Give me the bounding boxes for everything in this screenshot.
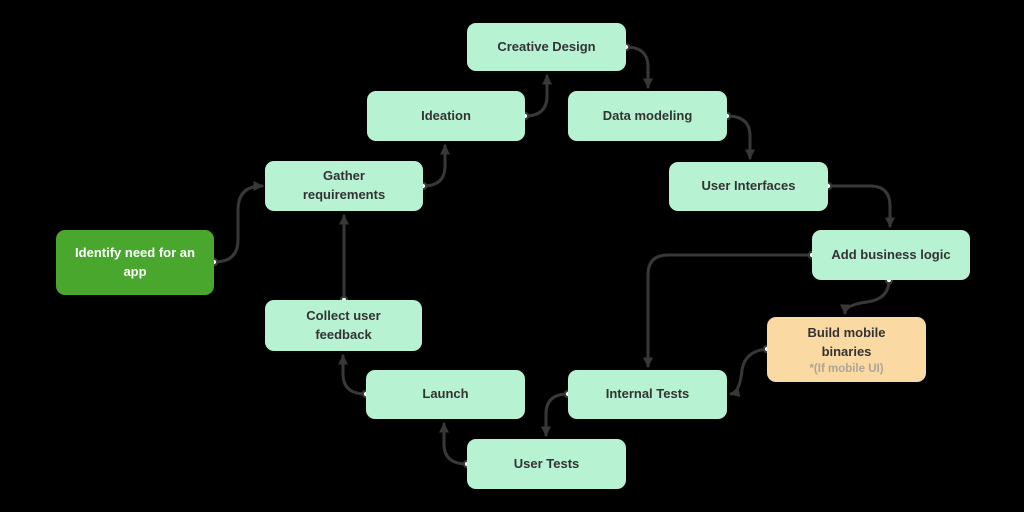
edge-data-to-interfaces [725,114,755,160]
node-label: Ideation [421,107,471,123]
node-user-interfaces: User Interfaces [669,162,828,211]
node-add-business-logic: Add business logic [812,230,970,280]
node-label: Gather requirements [302,168,386,202]
node-identify-need: Identify need for an app [56,230,214,295]
edge-internal-to-usertests [541,392,570,437]
node-label: Launch [422,386,469,402]
node-creative-design: Creative Design [467,23,626,71]
node-label: Data modeling [602,107,693,123]
node-label: Collect user feedback [306,307,381,342]
node-label: Add business logic [831,246,951,262]
node-internal-tests: Internal Tests [568,370,727,419]
node-label: User Tests [513,455,580,471]
edge-gather-to-ideation [421,144,450,188]
edge-creative-to-data [624,45,653,89]
node-collect-user-feedback: Collect user feedback [265,300,422,351]
node-label: Build mobile binaries [807,325,886,359]
node-sublabel: *(If mobile UI) [809,362,884,375]
node-label: Identify need for an app [75,244,195,279]
node-build-mobile-binaries: Build mobile binaries *(If mobile UI) [767,317,926,382]
edge-logic-to-binaries [840,278,891,315]
edge-ideation-to-creative [523,74,552,118]
edge-interfaces-to-logic [826,184,895,228]
edge-identify-to-gather [212,181,264,264]
node-user-tests: User Tests [467,439,626,489]
edge-binaries-to-internal [729,347,769,398]
node-gather-requirements: Gather requirements [265,161,423,211]
node-launch: Launch [366,370,525,419]
node-data-modeling: Data modeling [568,91,727,141]
edge-launch-to-collect [338,354,368,396]
node-label: User Interfaces [701,178,796,194]
node-label: Internal Tests [605,386,690,402]
node-ideation: Ideation [367,91,525,141]
node-label: Creative Design [497,38,596,54]
edge-logic-to-internal [643,253,814,368]
edge-usertests-to-launch [439,422,469,466]
